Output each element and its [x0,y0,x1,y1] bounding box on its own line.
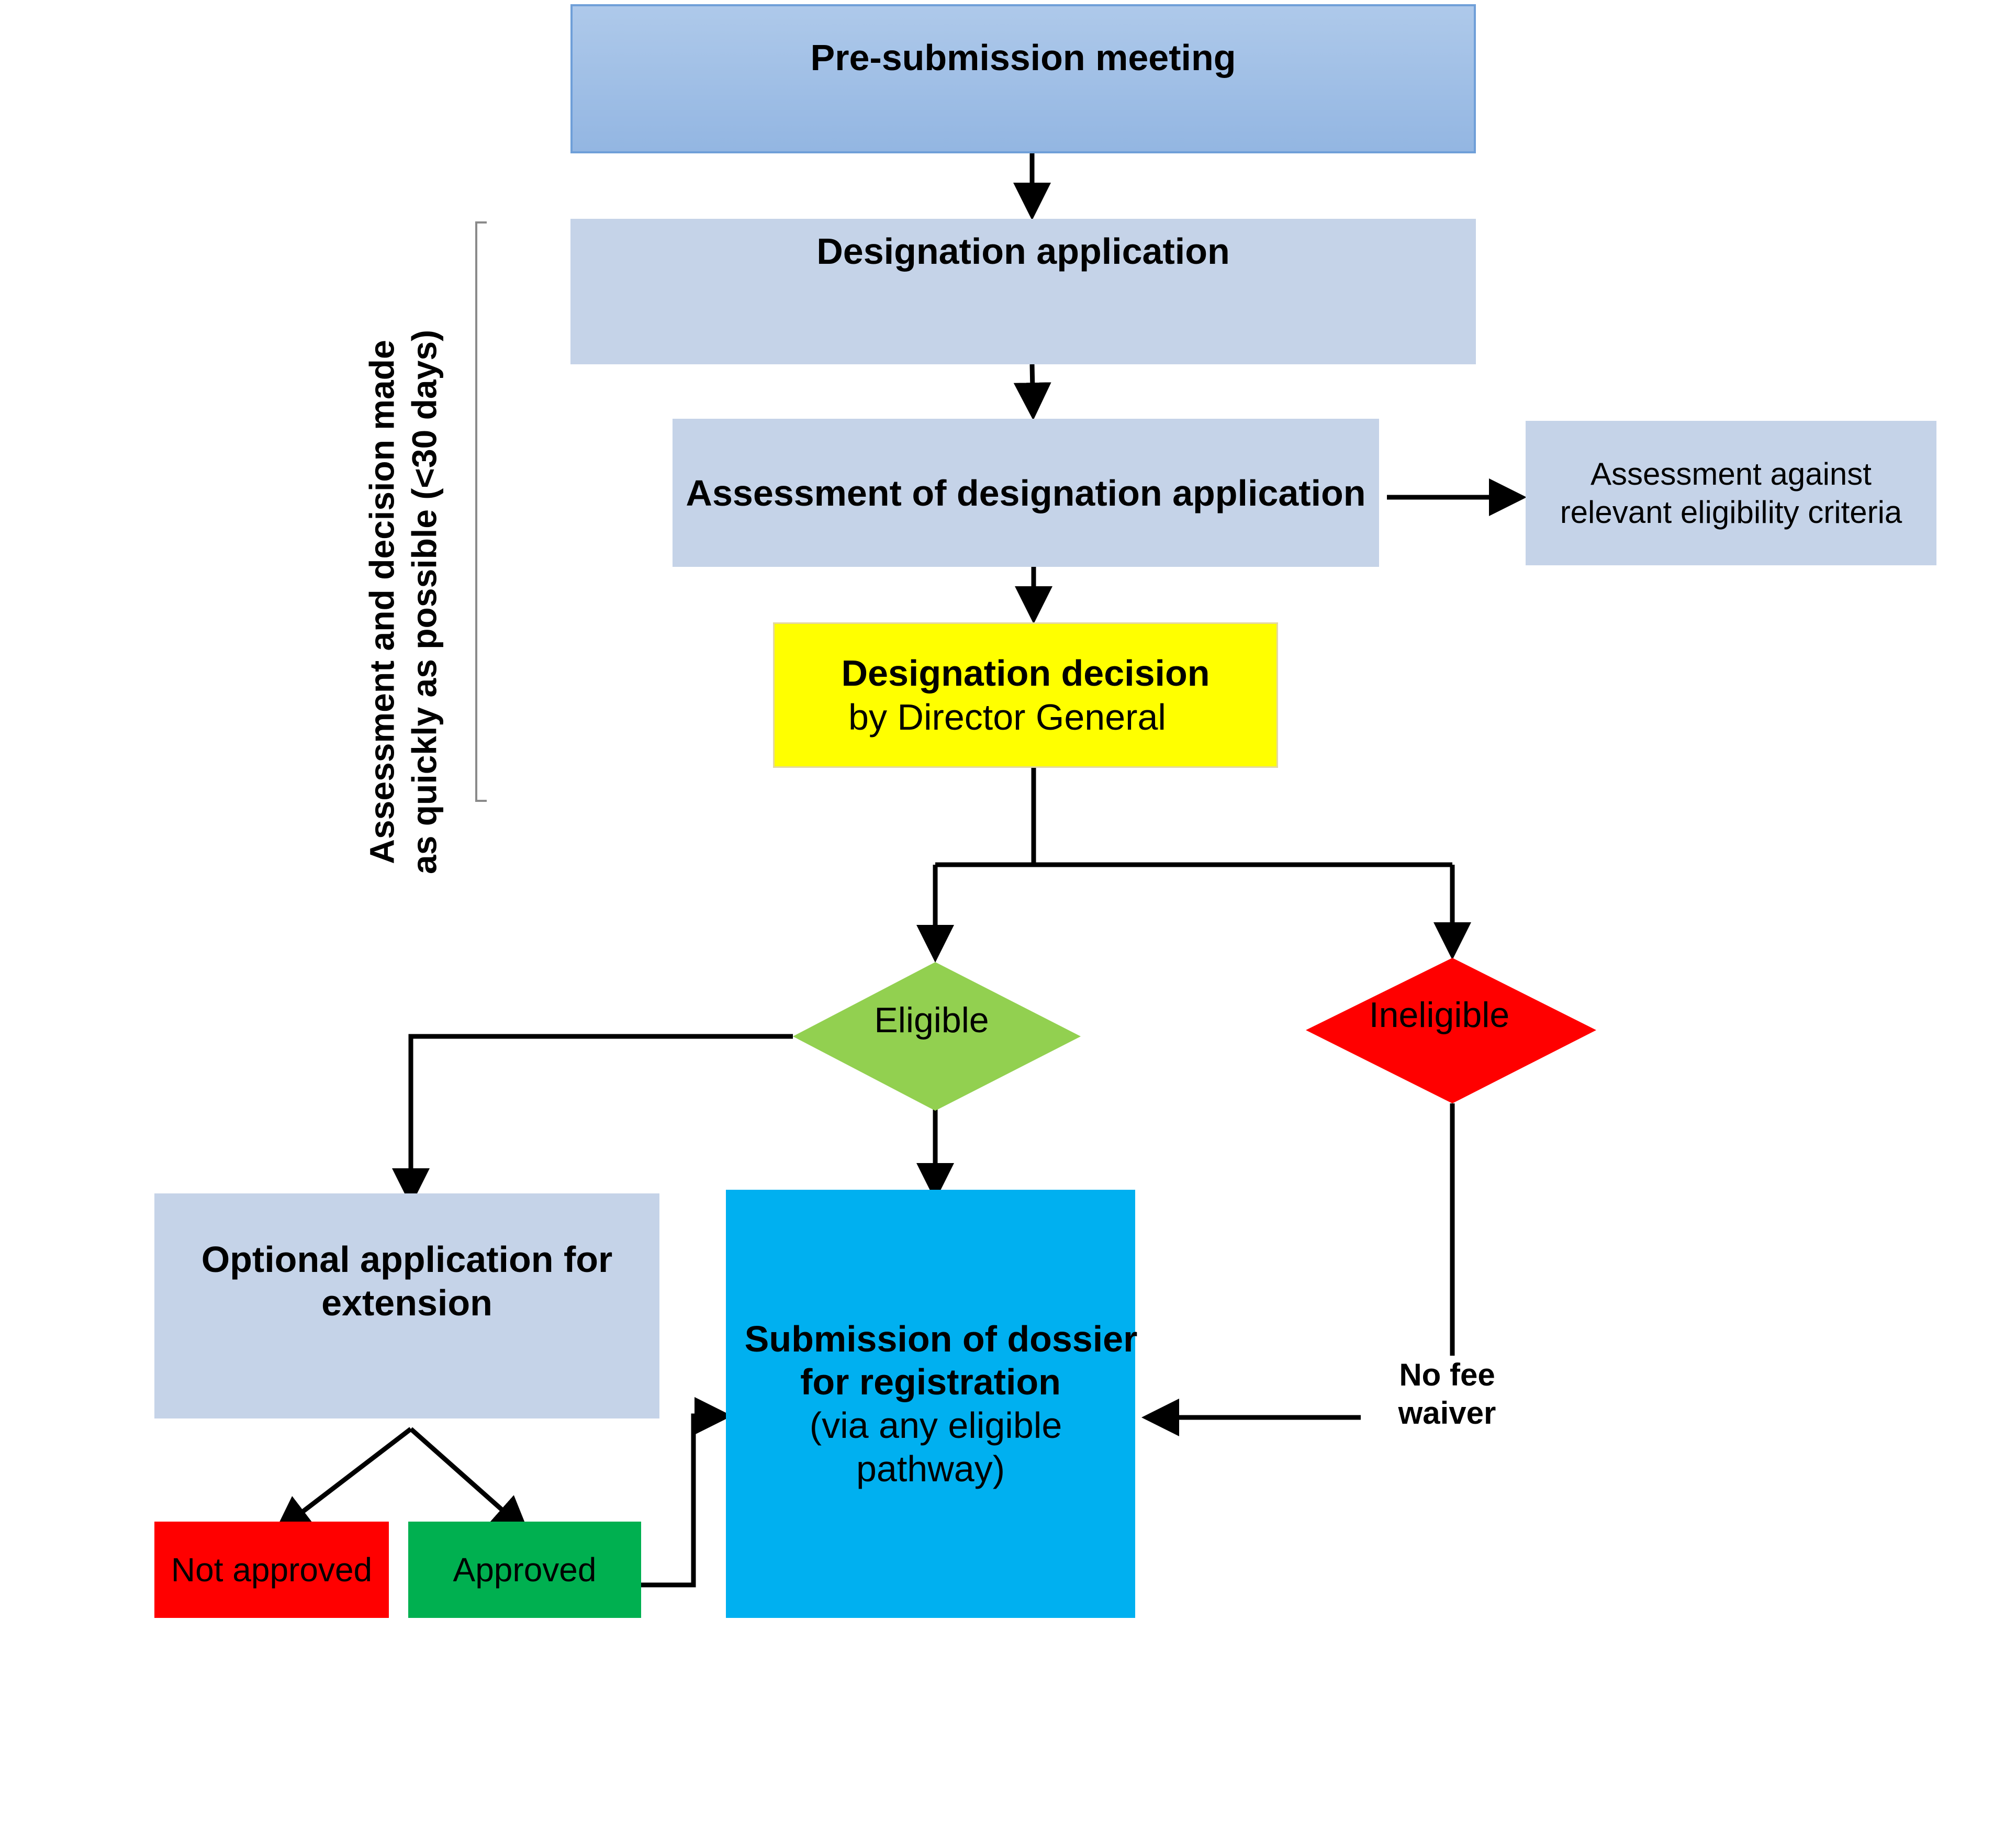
eligible-label: Eligible [874,1000,989,1040]
arrow-application-to-assessment [1013,364,1051,420]
no-fee-waiver-label: No fee waiver [1361,1356,1533,1433]
eligibility-criteria-box: Assessment against relevant eligibility … [1526,421,1936,565]
designation-application-label: Designation application [816,231,1230,272]
arrow-eligible-to-optional [392,1034,793,1206]
nofee-line-2: waiver [1398,1395,1496,1431]
optional-line-2: extension [321,1282,492,1323]
assessment-box: Assessment of designation application [673,419,1379,567]
not-approved-label: Not approved [171,1551,373,1589]
arrow-optional-to-notapproved [273,1427,412,1534]
decision-subtitle: by Director General [848,697,1166,738]
timeline-label: Assessment and decision made as quickly … [361,262,445,942]
optional-line-1: Optional application for [201,1239,613,1280]
submission-line-2: for registration [800,1361,1061,1403]
presubmission-label: Pre-submission meeting [810,37,1236,78]
approved-label: Approved [453,1551,597,1589]
timeline-line-2: as quickly as possible (<30 days) [405,330,443,875]
presubmission-meeting-box: Pre-submission meeting [570,4,1476,153]
optional-extension-box: Optional application for extension [154,1193,659,1418]
designation-application-box: Designation application [570,219,1476,364]
nofee-line-1: No fee [1399,1357,1495,1392]
criteria-line-1: Assessment against [1591,456,1872,491]
ineligible-diamond [1306,958,1596,1103]
decision-title: Designation decision [841,653,1210,694]
submission-line-4: pathway) [856,1448,1005,1489]
approved-box: Approved [408,1522,641,1618]
submission-line-1: Submission of dossier [744,1318,1138,1359]
designation-decision-box: Designation decision by Director General [773,622,1278,768]
eligible-diamond [793,962,1081,1111]
submission-box: Submission of dossier for registration (… [726,1190,1138,1618]
arrow-optional-to-approved [409,1427,530,1534]
assessment-label: Assessment of designation application [686,472,1366,513]
timeline-line-1: Assessment and decision made [362,340,401,864]
timeline-bracket [475,221,487,802]
not-approved-box: Not approved [154,1522,389,1618]
submission-line-3: (via any eligible [809,1405,1062,1446]
arrow-approved-to-submission [641,1397,732,1588]
criteria-line-2: relevant eligibility criteria [1560,495,1902,530]
ineligible-label: Ineligible [1369,995,1510,1035]
